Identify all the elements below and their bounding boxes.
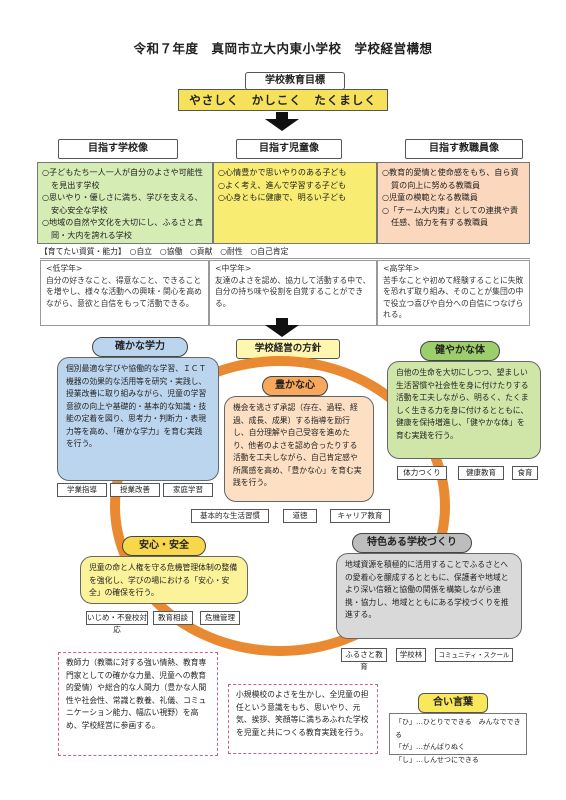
tag-home-study: 家庭学習: [163, 483, 213, 497]
school-image-item: ○思いやり・優しさに満ち、学びを支える、安心安全な学校: [42, 192, 203, 215]
tag-moral-education: 道徳: [283, 509, 317, 523]
tag-lifestyle-habits: 基本的な生活習慣: [191, 509, 269, 523]
mind-label: 豊かな心: [262, 376, 328, 396]
arrow-down-icon: [265, 119, 299, 131]
teacher-note-text: 教師力（教職に対する強い情熱、教育専門家としての確かな力量、児童への教育的愛情）…: [66, 658, 207, 730]
student-image-item: ○心情豊かで思いやりのある子ども: [218, 167, 347, 177]
safety-label: 安心・安全: [122, 536, 206, 556]
student-image-item: ○よく考え、進んで学習する子ども: [218, 179, 347, 190]
health-label: 健やかな体: [420, 341, 500, 361]
tag-food-education: 食育: [512, 466, 538, 480]
page-title: 令和７年度 真岡市立大内東小学校 学校経営構想: [133, 41, 433, 56]
distinctive-label: 特色ある学校づくり: [352, 533, 472, 553]
safety-text: 児童の命と人権を守る危機管理体制の整備を強化し、学びの場における「安心・安全」の…: [89, 563, 238, 597]
arrow-down-icon: [265, 325, 299, 337]
tag-physical-fitness: 体力つくり: [397, 466, 447, 480]
slogan-line: 「し」…しんせつにできる: [395, 755, 479, 764]
distinctive-text: 地域資源を積極的に活用することでふるさとへの愛着心を醸成するとともに、保護者や地…: [345, 560, 509, 619]
school-image-box: ○子どもたち一人一人が自分のよさや可能性を見出す学校 ○思いやり・優しさに満ち、…: [37, 162, 213, 244]
grade-box-upper: <高学年> 苦手なことや初めて経験することに失敗を恐れず取り組み、そのことが集団…: [377, 260, 530, 326]
slogan-box: 「ひ」…ひとりでできる みんなでできる 「が」…がんばりぬく 「し」…しんせつに…: [389, 713, 527, 764]
safety-box: 児童の命と人権を守る危機管理体制の整備を強化し、学びの場における「安心・安全」の…: [80, 556, 248, 604]
mind-box: 機会を逃さず承認（存在、過程、経過、成長、成果）する指導を励行し、自分理解や自己…: [224, 396, 374, 502]
academic-text: 個別最適な学びや協働的な学習、ＩＣＴ機器の効果的な活用等を研究・実践し、授業改善…: [66, 364, 207, 448]
arrow-stem-2: [276, 318, 288, 325]
teacher-note-box: 教師力（教職に対する強い情熱、教育専門家としての確かな力量、児童への教育的愛情）…: [58, 652, 218, 756]
grade-box-lower: <低学年> 自分の好きなこと、得意なこと、できることを増やし、様々な活動への興味…: [40, 260, 209, 326]
school-goal-motto: やさしく かしこく たくましく: [178, 89, 388, 111]
school-goal-label: 学校教育目標: [245, 72, 345, 90]
school-image-item: ○地域の自然や文化を大切にし、ふるさと真岡・大内を誇れる学校: [42, 217, 203, 240]
teacher-image-item: ○児童の模範となる教職員: [382, 192, 478, 202]
academic-label: 確かな学力: [92, 337, 188, 357]
tag-bullying-absence: いじめ・不登校対応: [86, 611, 148, 634]
slogan-line: 「が」…がんばりぬく: [395, 743, 465, 751]
teacher-image-label: 目指す教職員像: [405, 139, 523, 159]
grade-text: 自分の好きなこと、得意なこと、できることを増やし、様々な活動への興味・関心を高め…: [46, 275, 202, 308]
slogan-line: 「ひ」…ひとりでできる みんなでできる: [395, 718, 521, 739]
tag-risk-management: 危機管理: [200, 611, 240, 625]
grade-box-middle: <中学年> 友達のよさを認め、協力して活動する中で、自分の持ち味や役割を自覚する…: [209, 260, 377, 326]
tag-lesson-improvement: 授業改善: [110, 483, 160, 497]
slogan-label: 合い言葉: [418, 693, 488, 713]
arrow-stem-1: [276, 112, 288, 119]
academic-box: 個別最適な学びや協働的な学習、ＩＣＴ機器の効果的な活用等を研究・実践し、授業改善…: [57, 357, 219, 481]
tag-counseling: 教育相談: [153, 611, 193, 625]
policy-ring: [110, 356, 450, 656]
grade-label: <中学年>: [215, 264, 252, 273]
small-school-note-box: 小規模校のよさを生かし、全児童の担任という意識をもち、思いやり、元気、挨拶、笑顔…: [228, 684, 378, 754]
school-image-item: ○子どもたち一人一人が自分のよさや可能性を見出す学校: [42, 167, 203, 190]
teacher-image-item: ○「チーム大内東」としての連携や責任感、協力を有する教職員: [382, 204, 519, 228]
small-school-note-text: 小規模校のよさを生かし、全児童の担任という意識をもち、思いやり、元気、挨拶、笑顔…: [236, 690, 369, 737]
tag-community-school: コミュニティ・スクール: [435, 648, 513, 662]
student-image-box: ○心情豊かで思いやりのある子ども ○よく考え、進んで学習する子ども ○心身ともに…: [213, 162, 377, 244]
teacher-image-item: ○教育的愛情と使命感をもち、自ら資質の向上に努める教職員: [382, 167, 519, 190]
grade-text: 友達のよさを認め、協力して活動する中で、自分の持ち味や役割を自覚することができる…: [215, 275, 371, 308]
student-image-item: ○心身ともに健康で、明るい子ども: [218, 192, 347, 202]
tag-hometown-education: ふるさと教育: [341, 648, 387, 671]
grade-text: 苦手なことや初めて経験することに失敗を恐れず取り組み、そのことが集団の中で役立つ…: [383, 275, 524, 320]
tag-school-forest: 学校林: [396, 648, 426, 662]
school-image-label: 目指す学校像: [58, 139, 178, 159]
tag-career-education: キャリア教育: [330, 509, 390, 523]
tag-health-education: 健康教育: [458, 466, 504, 480]
distinctive-box: 地域資源を積極的に活用することでふるさとへの愛着心を醸成するとともに、保護者や地…: [336, 553, 522, 639]
health-text: 自他の生命を大切にしつつ、望ましい生活習慣や社会性を身に付けたりする活動を工夫し…: [396, 368, 529, 440]
qualities-row: 【育てたい資質・能力】 ○自立 ○協働 ○貢献 ○耐性 ○自己肯定: [40, 245, 530, 259]
health-box: 自他の生命を大切にしつつ、望ましい生活習慣や社会性を身に付けたりする活動を工夫し…: [387, 361, 541, 459]
tag-academic-guidance: 学業指導: [57, 483, 107, 497]
grade-label: <高学年>: [383, 264, 420, 273]
student-image-label: 目指す児童像: [236, 139, 342, 159]
mind-text: 機会を逃さず承認（存在、過程、経過、成長、成果）する指導を励行し、自分理解や自己…: [233, 403, 362, 487]
grade-label: <低学年>: [46, 264, 83, 273]
teacher-image-box: ○教育的愛情と使命感をもち、自ら資質の向上に努める教職員 ○児童の模範となる教職…: [377, 162, 530, 244]
